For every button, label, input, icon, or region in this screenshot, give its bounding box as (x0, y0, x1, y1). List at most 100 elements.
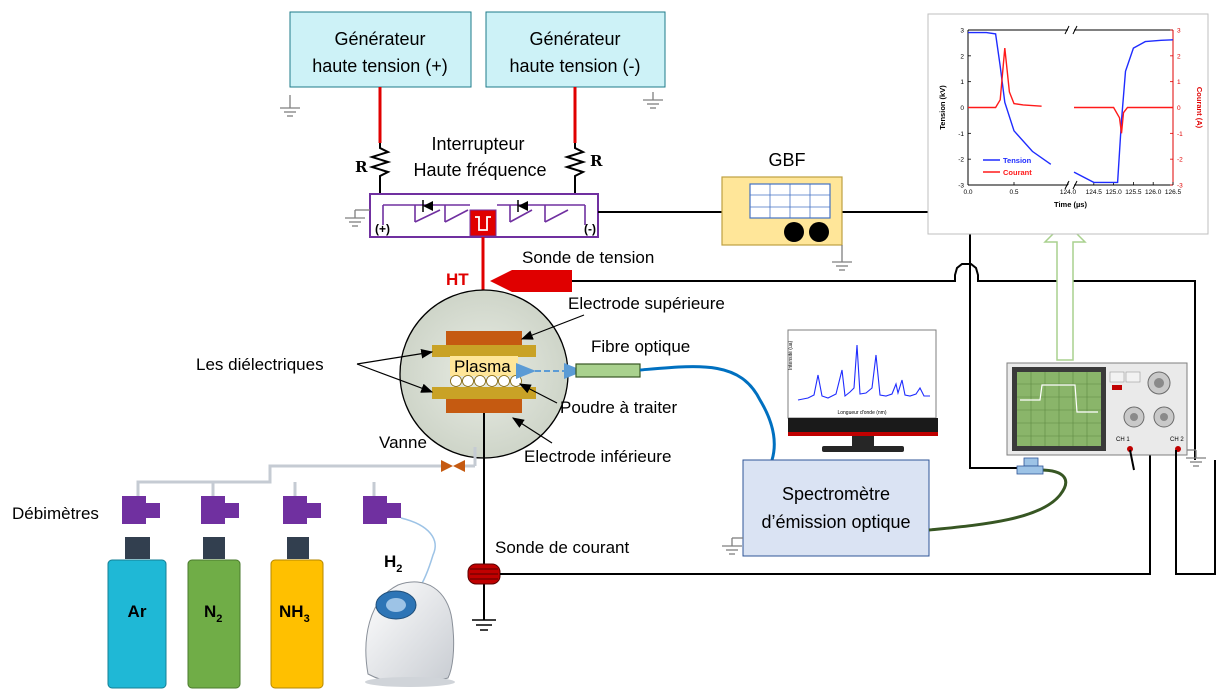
y-tick-label-right: -3 (1177, 183, 1183, 190)
oscilloscope-cable (1175, 450, 1216, 575)
optical-fiber-label: Fibre optique (591, 337, 690, 356)
ground-symbol (280, 95, 300, 117)
gbf-function-generator (721, 176, 843, 246)
x-tick-label: 0.5 (1009, 189, 1018, 196)
flowmeter (201, 496, 239, 559)
y-tick-label-left: -3 (958, 183, 964, 190)
y-tick-label-right: -1 (1177, 131, 1183, 138)
ground-symbol (832, 245, 852, 271)
gbf-label: GBF (768, 150, 805, 170)
generator-positive-line1: Générateur (334, 29, 425, 49)
current-probe (467, 563, 501, 585)
y-tick-label-right: -2 (1177, 157, 1183, 164)
ground-symbol (345, 209, 370, 227)
plasma-label: Plasma (454, 357, 511, 376)
axis-break-mark (1064, 25, 1070, 35)
generator-positive-line2: haute tension (+) (312, 56, 448, 76)
svg-text:NH3: NH3 (279, 602, 310, 625)
gas-cylinder-nh3: NH3 (270, 559, 324, 689)
spectrometer-line1: Spectromètre (782, 484, 890, 504)
powder-label: Poudre à traiter (560, 398, 678, 417)
gas-h2-label: H (384, 552, 396, 571)
chart-xlabel: Time (µs) (1054, 200, 1087, 209)
y-tick-label-right: 2 (1177, 53, 1181, 60)
ground-symbol (472, 619, 496, 631)
oscilloscope-ch2-label: CH 2 (1170, 437, 1184, 443)
resistor-positive (368, 143, 392, 194)
y-tick-label-left: -1 (958, 131, 964, 138)
flowmeters-label: Débimètres (12, 504, 99, 523)
legend-label: Courant (1003, 168, 1032, 177)
series-line-courant (968, 48, 1042, 109)
series-line-tension (1073, 39, 1174, 184)
ground-symbol (722, 537, 743, 555)
chart-ylabel-right: Courant (A) (1195, 87, 1204, 129)
h2-generator (365, 581, 455, 687)
x-tick-label: 124.5 (1086, 189, 1103, 196)
flowmeter (283, 496, 321, 559)
x-tick-label: 0.0 (963, 189, 972, 196)
oscilloscope-cable (1129, 449, 1135, 471)
dielectrics-label: Les diélectriques (196, 355, 324, 374)
gas-ar-label: Ar (128, 602, 147, 621)
axis-break-mark (1072, 25, 1078, 35)
gas-cylinder-ar: Ar (107, 559, 167, 689)
voltage-probe-label: Sonde de tension (522, 248, 654, 267)
powder-particles (450, 375, 522, 387)
x-tick-label: 125.5 (1125, 189, 1142, 196)
switch-minus-label: (-) (584, 222, 596, 236)
generator-positive: Générateur haute tension (+) (289, 11, 472, 88)
chart-ylabel-left: Tension (kV) (938, 85, 947, 130)
ground-symbol (1186, 449, 1206, 467)
oscilloscope-ch1-label: CH 1 (1116, 437, 1130, 443)
valve (441, 460, 465, 472)
optical-fiber (516, 363, 776, 461)
spectrometer-line2: d’émission optique (761, 512, 910, 532)
gas-h2-subscript: 2 (396, 563, 402, 575)
switch-label-line2: Haute fréquence (413, 160, 546, 180)
axis-break-mark (1072, 180, 1078, 190)
spectrum-trace (797, 344, 930, 401)
valve-label: Vanne (379, 433, 427, 452)
spectrometer: Spectromètre d’émission optique (742, 459, 930, 557)
spectrum-monitor: Intensité (ua) Longueur d'onde (nm) (787, 329, 938, 452)
resistor-label: R (590, 152, 603, 170)
y-tick-label-left: 2 (960, 53, 964, 60)
y-tick-label-left: 1 (960, 79, 964, 86)
y-tick-label-left: -2 (958, 157, 964, 164)
flowmeter (363, 496, 401, 524)
y-tick-label-left: 0 (960, 105, 964, 112)
x-tick-label: 126.0 (1145, 189, 1162, 196)
gas-n2-subscript: 2 (216, 613, 222, 625)
bnc-connector (1016, 457, 1044, 475)
svg-text:N2: N2 (204, 602, 222, 625)
gas-n2-label: N (204, 602, 216, 621)
y-tick-label-right: 3 (1177, 28, 1181, 35)
switch-label-line1: Interrupteur (431, 134, 524, 154)
resistor-label: R (355, 158, 368, 176)
bottom-electrode-label: Electrode inférieure (524, 447, 671, 466)
top-electrode-label: Electrode supérieure (568, 294, 725, 313)
gas-cylinder-n2: N2 (187, 559, 241, 689)
hf-switch: (+) (-) (369, 193, 599, 238)
generator-negative-line2: haute tension (-) (509, 56, 640, 76)
gas-nh3-subscript: 3 (304, 613, 310, 625)
h2-line (400, 517, 436, 591)
oscilloscope: CH 1 CH 2 (1006, 362, 1188, 456)
y-tick-label-left: 3 (960, 28, 964, 35)
up-arrow (1043, 220, 1087, 361)
signal-wire (842, 211, 1030, 469)
series-line-courant (1074, 106, 1173, 134)
x-tick-label: 125.0 (1105, 189, 1122, 196)
current-probe-cable (500, 450, 1151, 575)
generator-negative: Générateur haute tension (-) (485, 11, 666, 88)
flowmeter (122, 496, 160, 559)
switch-plus-label: (+) (375, 222, 390, 236)
spectrum-xlabel: Longueur d'onde (nm) (837, 410, 886, 416)
resistor-negative (563, 143, 587, 194)
x-tick-label: 124.0 (1060, 189, 1077, 196)
spectrum-ylabel: Intensité (ua) (788, 340, 794, 370)
current-probe-label: Sonde de courant (495, 538, 629, 557)
